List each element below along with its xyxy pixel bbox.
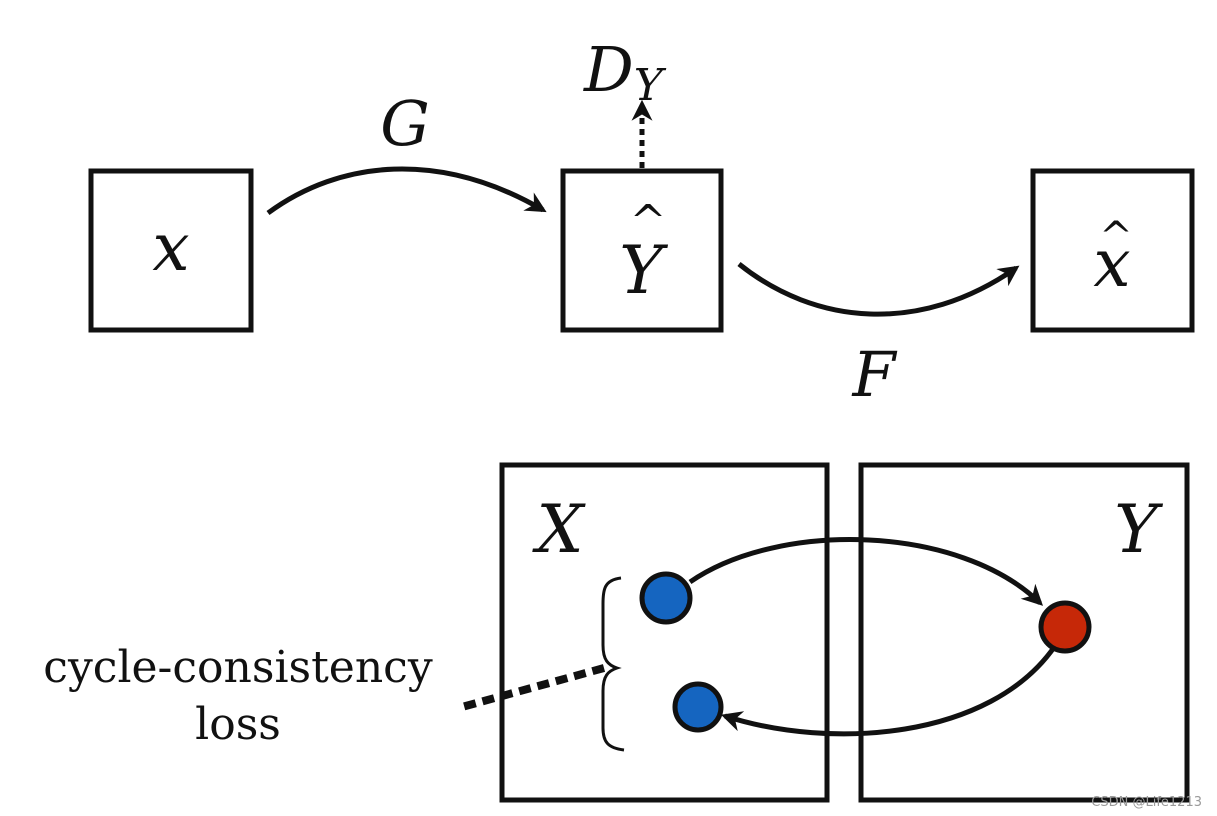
arrow-x-to-y bbox=[688, 537, 1044, 606]
label-f: F bbox=[851, 338, 897, 411]
loss-connector bbox=[460, 664, 606, 711]
node-xhat-label: x bbox=[1093, 225, 1130, 302]
label-discriminator: DY bbox=[583, 33, 667, 111]
watermark: CSDN @Life1213 bbox=[1091, 795, 1202, 810]
domain-y-label: Y bbox=[1114, 491, 1163, 568]
node-yhat-label: Y bbox=[619, 232, 668, 309]
point-x bbox=[639, 571, 693, 625]
node-x-box bbox=[88, 168, 254, 333]
node-x-label: x bbox=[152, 209, 189, 286]
node-yhat-hat: ^ bbox=[630, 196, 667, 247]
loss-brace bbox=[601, 576, 625, 752]
arrow-y-to-x bbox=[721, 644, 1058, 737]
loss-label-line2: loss bbox=[195, 699, 281, 750]
arrow-g bbox=[266, 166, 547, 216]
label-g: G bbox=[380, 87, 430, 160]
point-y bbox=[1038, 600, 1092, 654]
domain-y-box bbox=[858, 462, 1190, 803]
arrow-f bbox=[737, 262, 1020, 317]
point-x-reconstructed bbox=[672, 681, 724, 733]
top-mapping-row: x G Y ^ DY F x ^ bbox=[88, 33, 1195, 411]
loss-label-line1: cycle-consistency bbox=[43, 642, 433, 693]
domain-cycle-panel: X Y cycle-consistency loss bbox=[43, 462, 1190, 803]
node-xhat-hat: ^ bbox=[1099, 214, 1133, 260]
node-yhat-box bbox=[560, 168, 724, 333]
domain-x-box bbox=[499, 462, 830, 803]
node-xhat-box bbox=[1030, 168, 1195, 333]
domain-x-label: X bbox=[532, 491, 587, 568]
